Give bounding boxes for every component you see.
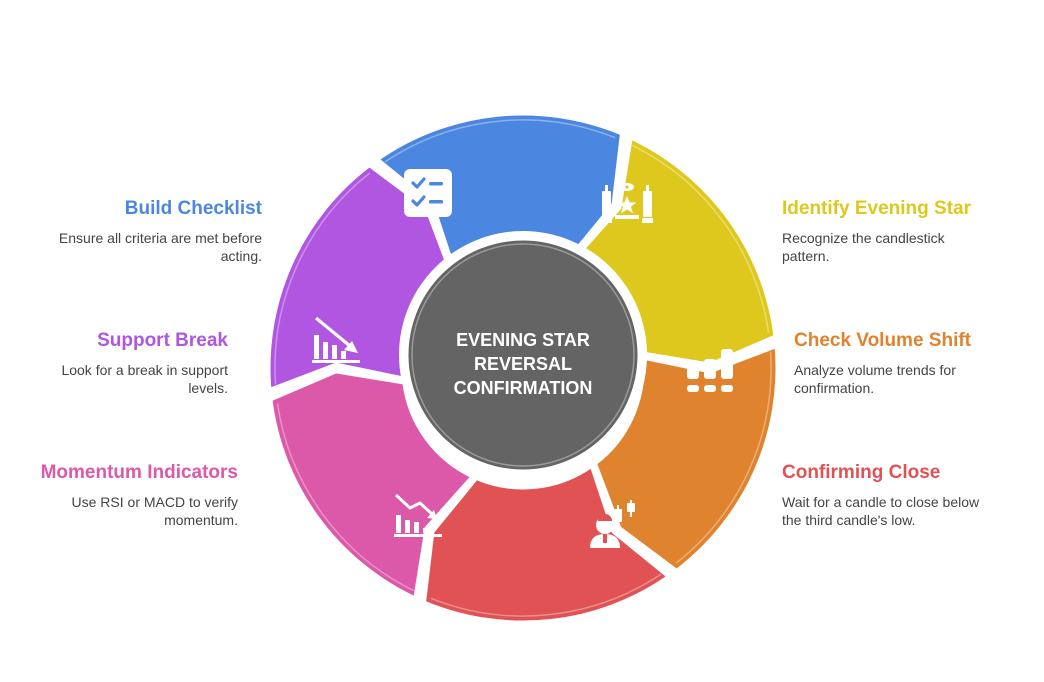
desc-line: momentum. (164, 512, 238, 528)
desc-line: Use RSI or MACD to verify (71, 494, 238, 510)
step-title: Build Checklist (124, 198, 262, 219)
step-identify-evening-star: Identify Evening Star Recognize the cand… (782, 198, 971, 265)
segment-close (423, 465, 670, 624)
downtrend-chart-icon (312, 316, 360, 363)
desc-line: Recognize the candlestick (782, 230, 945, 246)
step-support-break: Support Break Look for a break in suppor… (20, 330, 228, 397)
step-title: Confirming Close (782, 462, 941, 483)
segment-highlight (276, 403, 414, 592)
segment-highlight (430, 573, 662, 617)
step-build-checklist: Build Checklist Ensure all criteria are … (20, 198, 262, 265)
desc-line: the third candle's low. (782, 512, 916, 528)
checklist-icon (404, 169, 452, 217)
segment-highlight (675, 351, 772, 564)
step-confirming-close: Confirming Close Wait for a candle to cl… (782, 462, 979, 529)
desc-line: Ensure all criteria are met before (58, 230, 262, 246)
declining-chart-icon (394, 493, 442, 537)
candlestick-star-icon (601, 183, 653, 223)
center-hub: EVENING STAR REVERSAL CONFIRMATION (399, 231, 647, 479)
segment-highlight (384, 119, 616, 163)
step-description: Recognize the candlestick pattern. (782, 229, 971, 265)
desc-line: confirmation. (794, 380, 875, 396)
desc-line: Wait for a candle to close below (782, 494, 980, 510)
desc-line: Analyze volume trends for (794, 362, 956, 378)
desc-line: acting. (220, 248, 262, 264)
step-title: Check Volume Shift (794, 330, 972, 351)
step-title: Support Break (97, 330, 228, 351)
segment-momentum (269, 370, 474, 600)
center-title-line-2: REVERSAL (474, 354, 572, 374)
step-momentum-indicators: Momentum Indicators Use RSI or MACD to v… (20, 462, 238, 529)
step-check-volume-shift: Check Volume Shift Analyze volume trends… (794, 330, 971, 397)
center-title-line-1: EVENING STAR (456, 330, 590, 350)
desc-line: pattern. (782, 248, 830, 264)
step-title: Identify Evening Star (782, 198, 971, 219)
segment-highlight (632, 144, 770, 333)
segment-highlight (274, 172, 371, 385)
step-description: Use RSI or MACD to verify momentum. (20, 493, 238, 529)
desc-line: levels. (188, 380, 228, 396)
volume-bars-icon (687, 349, 733, 392)
step-description: Wait for a candle to close below the thi… (782, 493, 979, 529)
center-title-line-3: CONFIRMATION (454, 378, 593, 398)
desc-line: Look for a break in support (61, 362, 228, 378)
step-description: Look for a break in support levels. (20, 361, 228, 397)
trader-candles-icon (590, 500, 635, 548)
step-description: Ensure all criteria are met before actin… (20, 229, 262, 265)
step-description: Analyze volume trends for confirmation. (794, 361, 971, 397)
step-title: Momentum Indicators (40, 462, 238, 483)
